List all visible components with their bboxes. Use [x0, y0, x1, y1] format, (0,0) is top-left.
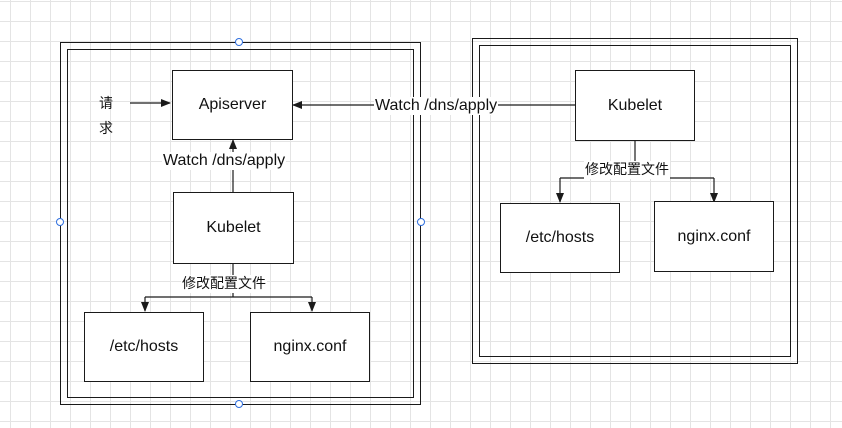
apiserver-label: Apiserver: [198, 96, 267, 113]
right-nginx-node[interactable]: nginx.conf: [654, 201, 774, 272]
right-kubelet-node[interactable]: Kubelet: [575, 70, 695, 141]
request-label: 请 求: [99, 96, 113, 137]
right-watch-label: Watch /dns/apply: [374, 97, 499, 115]
right-modify-config-label: 修改配置文件: [584, 161, 670, 179]
left-hosts-node[interactable]: /etc/hosts: [84, 312, 204, 382]
right-cluster-inner-border: [479, 45, 791, 357]
right-hosts-label: /etc/hosts: [525, 229, 595, 246]
right-cluster-frame[interactable]: [472, 38, 798, 364]
left-nginx-label: nginx.conf: [273, 338, 347, 355]
left-kubelet-label: Kubelet: [206, 219, 261, 236]
selection-handle-top[interactable]: [235, 38, 243, 46]
left-hosts-label: /etc/hosts: [109, 338, 179, 355]
selection-handle-right[interactable]: [417, 218, 425, 226]
right-nginx-label: nginx.conf: [677, 227, 751, 245]
selection-handle-bottom[interactable]: [235, 400, 243, 408]
apiserver-node[interactable]: Apiserver: [172, 70, 293, 140]
left-kubelet-node[interactable]: Kubelet: [173, 192, 294, 264]
left-watch-label: Watch /dns/apply: [162, 152, 287, 170]
right-hosts-node[interactable]: /etc/hosts: [500, 203, 620, 273]
left-cluster-inner-border: [67, 49, 414, 398]
left-modify-config-label: 修改配置文件: [181, 275, 267, 293]
right-kubelet-label: Kubelet: [607, 96, 663, 114]
left-nginx-node[interactable]: nginx.conf: [250, 312, 370, 382]
selection-handle-left[interactable]: [56, 218, 64, 226]
